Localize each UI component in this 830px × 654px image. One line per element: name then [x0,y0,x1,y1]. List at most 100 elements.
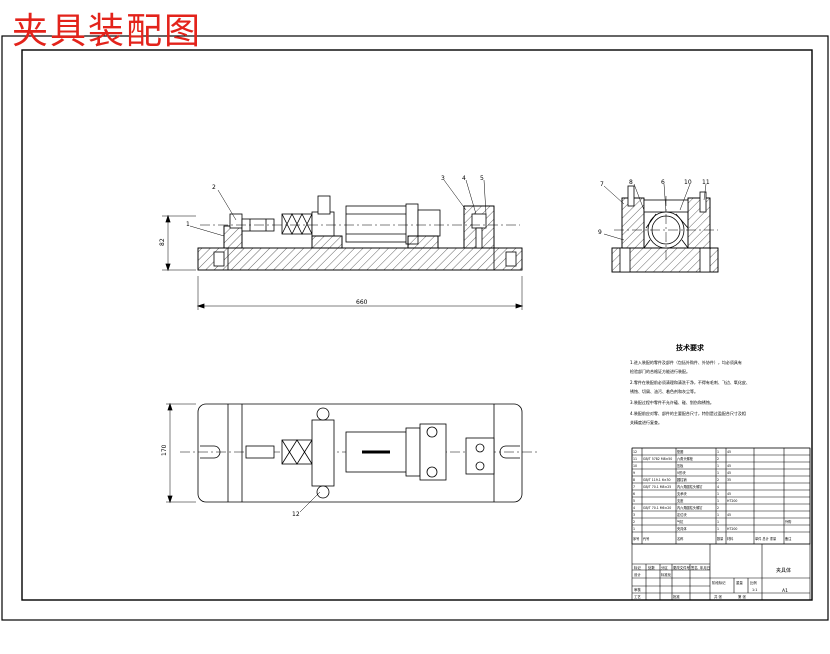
bom-cell: 11 [633,457,637,461]
tech-req-line: 3.装配过程中零件不允许磕、碰、划伤和锈蚀。 [630,399,714,405]
tech-req-line: 锈蚀、切屑、油污、着色剂和灰尘等。 [630,388,698,394]
tb-label: 阶段标记 [712,580,726,585]
bom-cell: 7 [633,485,635,489]
balloon-2: 2 [212,184,216,191]
tb-label: 设计 [634,572,641,577]
bom-cell: 12 [633,450,637,454]
tech-req-line: 4.装配前应对零、部件的主要配合尺寸，特别是过盈配合尺寸及相 [630,410,746,416]
outer-border [1,35,829,621]
tb-label: 签名 [691,565,698,570]
tech-req-line: 2.零件在装配前必须清理和清洗干净，不得有毛刺、飞边、氧化皮、 [630,379,750,385]
balloon-12: 12 [292,511,300,518]
bom-cell: 45 [727,492,731,496]
bom-cell: 45 [727,450,731,454]
bom-cell: 圆柱销 [677,477,687,482]
balloon-1: 1 [186,221,190,228]
bom-header-cell: 备注 [785,536,792,541]
bom-cell: 1 [717,520,719,524]
bom-cell: GB/T 5782 M8×50 [643,457,672,461]
bom-cell: 35 [727,478,731,482]
tb-label: 批准 [673,594,680,599]
bom-cell: 外购 [785,519,791,524]
balloon-4: 4 [462,175,466,182]
tb-label: 分区 [661,565,668,570]
drawing-scale: 1:1 [752,588,757,592]
tb-label: 比例 [750,580,757,585]
bom-cell: 内六角圆柱头螺钉 [677,505,703,510]
bom-cell: 1 [717,471,719,475]
balloon-10: 10 [684,179,692,186]
bom-header-cell: 数量 [717,536,724,541]
bom-cell: HT200 [727,499,737,503]
bom-cell: 2 [633,520,635,524]
bom-cell: 8 [633,478,635,482]
bom-cell: 1 [717,499,719,503]
tech-req-line: 检验部门的合格证方能进行装配。 [630,368,690,374]
bom-cell: 1 [717,464,719,468]
tb-label: 标准化 [661,572,672,577]
bom-cell: 9 [633,471,635,475]
bom-cell: 6 [633,492,635,496]
dim-front-height: 82 [159,238,166,246]
tb-label: 共 张 [714,594,722,599]
bom-cell: 1 [717,513,719,517]
bom-cell: 内六角圆柱头螺钉 [677,484,703,489]
bom-cell: 45 [727,513,731,517]
balloon-11: 11 [702,179,710,186]
tb-label: 工艺 [634,594,641,599]
bom-cell: 45 [727,471,731,475]
dim-plan-width: 170 [161,444,168,456]
page-title: 夹具装配图 [12,11,203,52]
bom-cell: 六角头螺栓 [677,456,694,461]
drawing-name: 夹具体 [776,567,791,574]
technical-requirements: 技术要求 1.进入装配的零件及部件（包括外购件、外协件），均必须具有 检验部门的… [630,343,750,425]
bom-cell: 气缸 [677,519,684,524]
bom-cell: 定位块 [677,512,687,517]
tb-label: 标记 [634,565,641,570]
left-support-block [223,225,243,249]
bom-cell: 2 [717,506,719,510]
dim-front-length: 660 [356,299,368,306]
inner-border [21,49,813,601]
bom-cell: V形块 [677,470,686,475]
bom-cell: 1 [633,527,635,531]
balloon-3: 3 [441,175,445,182]
bom-cell: 3 [633,513,635,517]
bom-cell: 2 [717,457,719,461]
bom-cell: 压板 [677,463,684,468]
bom-header-cell: 单件 总计 重量 [755,536,777,541]
plan-view [166,402,540,513]
bom-cell: 夹具体 [677,526,687,531]
tech-req-heading: 技术要求 [676,343,705,352]
sheet-size: A1 [782,588,788,594]
cylinder-mount [311,235,343,249]
side-view [603,183,719,273]
bom-cell: 支座 [677,498,684,503]
bom-cell: HT200 [727,527,737,531]
bom-header-cell: 材料 [727,536,734,541]
bom-cell: 10 [633,464,637,468]
bill-of-materials [631,447,811,545]
bom-header-cell: 名称 [677,536,684,541]
tech-req-line: 1.进入装配的零件及部件（包括外购件、外协件），均必须具有 [630,359,742,365]
title-block [631,543,811,601]
bom-cell: GB/T 119.1 6×30 [643,478,671,482]
tb-label: 审核 [634,587,641,592]
balloon-6: 6 [661,179,665,186]
bom-cell: 4 [717,485,719,489]
tb-label: 年月日 [700,565,710,570]
balloon-5: 5 [480,175,484,182]
balloon-8: 8 [629,179,633,186]
tb-label: 第 张 [738,594,746,599]
bom-cell: 5 [633,499,635,503]
bom-cell: 45 [727,464,731,468]
bom-cell: 1 [717,450,719,454]
fixture-base [197,247,523,271]
balloon-9: 9 [598,229,602,236]
bom-cell: 支承块 [677,491,687,496]
bom-cell: GB/T 70.1 M8×25 [643,485,671,489]
bom-cell: 1 [717,527,719,531]
bom-cell: 2 [717,478,719,482]
bom-cell: 4 [633,506,635,510]
